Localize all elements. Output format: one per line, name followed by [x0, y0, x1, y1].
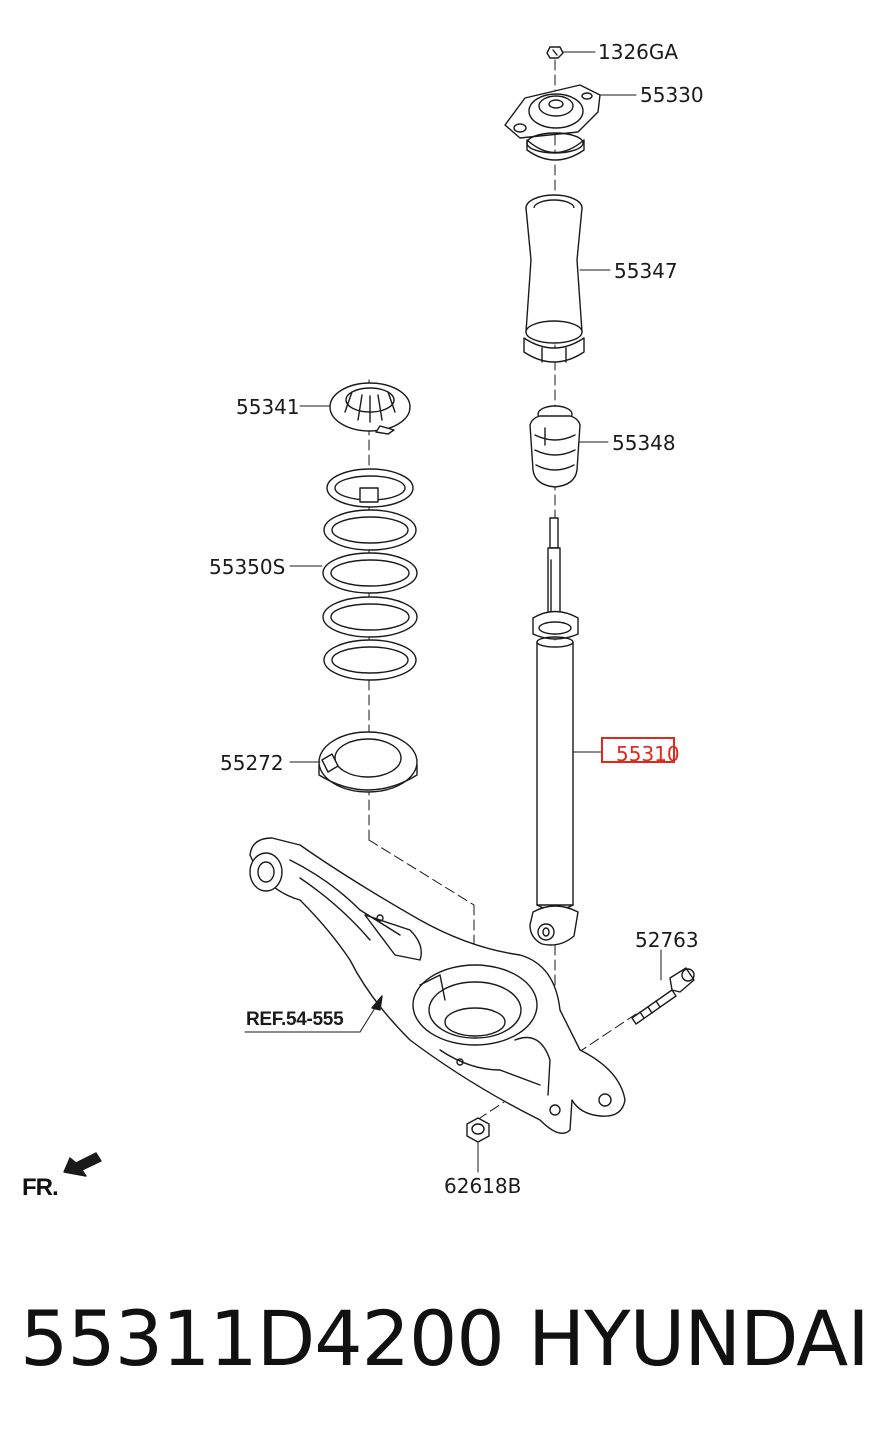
footer-brand: HYUNDAI — [528, 1294, 870, 1383]
footer-part-number: 55311D4200 — [20, 1294, 505, 1383]
label-55350s[interactable]: 55350S — [209, 555, 286, 579]
label-55347[interactable]: 55347 — [614, 259, 678, 283]
highlight-box — [601, 737, 675, 763]
front-direction-arrow — [63, 1152, 102, 1177]
lower-arm-part — [249, 837, 626, 1134]
label-55310-highlighted[interactable]: 55310 — [616, 742, 680, 766]
label-1326ga[interactable]: 1326GA — [598, 40, 679, 64]
nut-bottom-part — [466, 1117, 490, 1143]
upper-spring-seat-part — [329, 382, 411, 435]
label-55348[interactable]: 55348 — [612, 431, 676, 455]
shock-absorber-part — [529, 517, 579, 946]
front-marker-label: FR. — [22, 1174, 59, 1201]
nut-top-part — [546, 46, 564, 59]
coil-spring-part — [322, 468, 418, 681]
label-55272[interactable]: 55272 — [220, 751, 284, 775]
lower-spring-seat-part — [318, 731, 418, 793]
label-62618b[interactable]: 62618B — [444, 1174, 522, 1198]
strut-mount-part — [504, 84, 601, 161]
dust-cover-part — [523, 194, 585, 363]
label-55330[interactable]: 55330 — [640, 83, 704, 107]
bump-stopper-part — [529, 405, 581, 488]
label-52763[interactable]: 52763 — [635, 928, 699, 952]
label-55341[interactable]: 55341 — [236, 395, 300, 419]
bolt-part — [631, 967, 695, 1025]
label-ref-54-555[interactable]: REF.54-555 — [246, 1009, 344, 1030]
